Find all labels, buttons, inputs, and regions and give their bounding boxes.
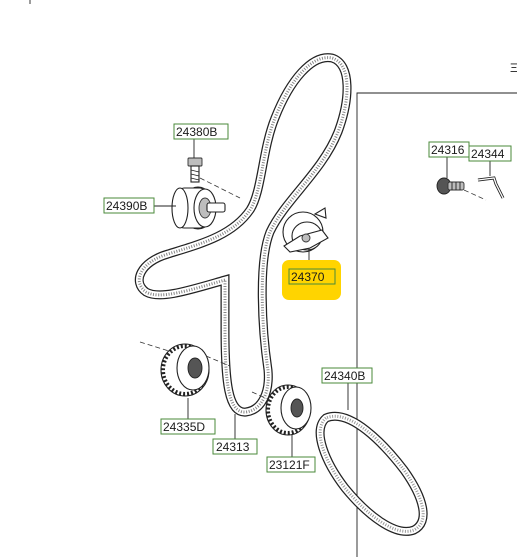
label-24313-text: 24313	[216, 440, 250, 454]
bolt-24316-axis	[463, 189, 487, 201]
bolt-24380B[interactable]	[187, 157, 203, 183]
label-24335D[interactable]: 24335D	[160, 418, 216, 435]
timing-belt[interactable]	[134, 53, 352, 417]
label-24370-highlighted[interactable]: 24370	[282, 260, 341, 300]
label-24390B[interactable]: 24390B	[103, 197, 155, 214]
label-24316-text: 24316	[431, 143, 465, 157]
inset-corner-mark: Ξ	[510, 61, 517, 75]
sprocket-axis	[251, 391, 271, 401]
idler-pulley-24390B[interactable]	[171, 186, 226, 230]
crank-axis-right	[205, 355, 231, 367]
crank-sprocket-24335D[interactable]	[160, 343, 210, 397]
label-24370-text: 24370	[291, 270, 325, 284]
leader-lines	[154, 139, 491, 457]
inset-box	[356, 92, 517, 557]
belt-24340B[interactable]	[315, 411, 428, 536]
label-24344[interactable]: 24344	[468, 145, 512, 162]
pin-24344[interactable]	[477, 176, 505, 199]
label-23121F-text: 23121F	[269, 458, 310, 472]
label-24340B-text: 24340B	[324, 369, 365, 383]
label-24390B-text: 24390B	[106, 199, 147, 213]
crank-axis-left	[139, 341, 173, 353]
label-24313[interactable]: 24313	[212, 438, 258, 455]
label-24380B-text: 24380B	[176, 125, 217, 139]
label-24344-text: 24344	[471, 147, 505, 161]
sprocket-23121F[interactable]	[265, 384, 312, 436]
label-24335D-text: 24335D	[163, 420, 205, 434]
tensioner-24370[interactable]	[282, 207, 329, 253]
label-24340B[interactable]: 24340B	[321, 367, 373, 384]
label-24316[interactable]: 24316	[428, 141, 470, 158]
label-23121F[interactable]: 23121F	[266, 456, 316, 473]
highlight-box	[282, 260, 341, 300]
label-24380B[interactable]: 24380B	[173, 123, 229, 140]
bolt-24316[interactable]	[436, 177, 465, 195]
